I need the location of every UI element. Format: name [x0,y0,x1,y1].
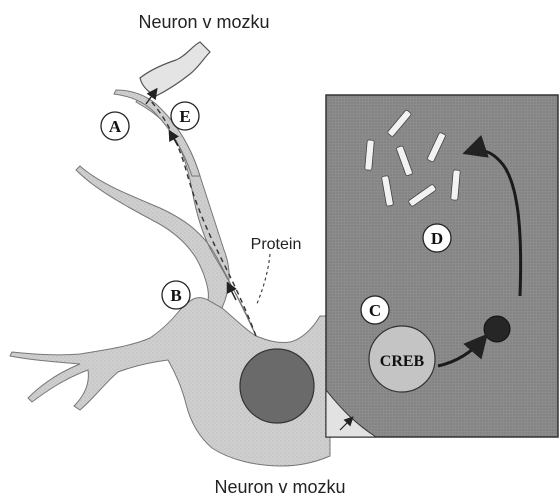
top-neuron-label: Neuron v mozku [138,12,269,32]
top-neuron-terminal [140,42,210,96]
creb-label: CREB [380,353,425,370]
marker-b-label: B [170,286,181,305]
cell-nucleus [240,349,314,423]
gene-dot [484,316,510,342]
marker-c: C [361,296,389,324]
marker-a: A [101,112,129,140]
marker-c-label: C [369,301,381,320]
bottom-neuron-label: Neuron v mozku [214,477,345,497]
marker-d: D [423,224,451,252]
marker-a-label: A [109,117,122,136]
protein-label: Protein [251,236,302,253]
marker-d-label: D [431,229,443,248]
marker-e-label: E [179,107,190,126]
marker-b: B [162,281,190,309]
marker-e: E [171,102,199,130]
protein-leader-line [256,254,270,306]
nucleus-panel [326,95,558,437]
